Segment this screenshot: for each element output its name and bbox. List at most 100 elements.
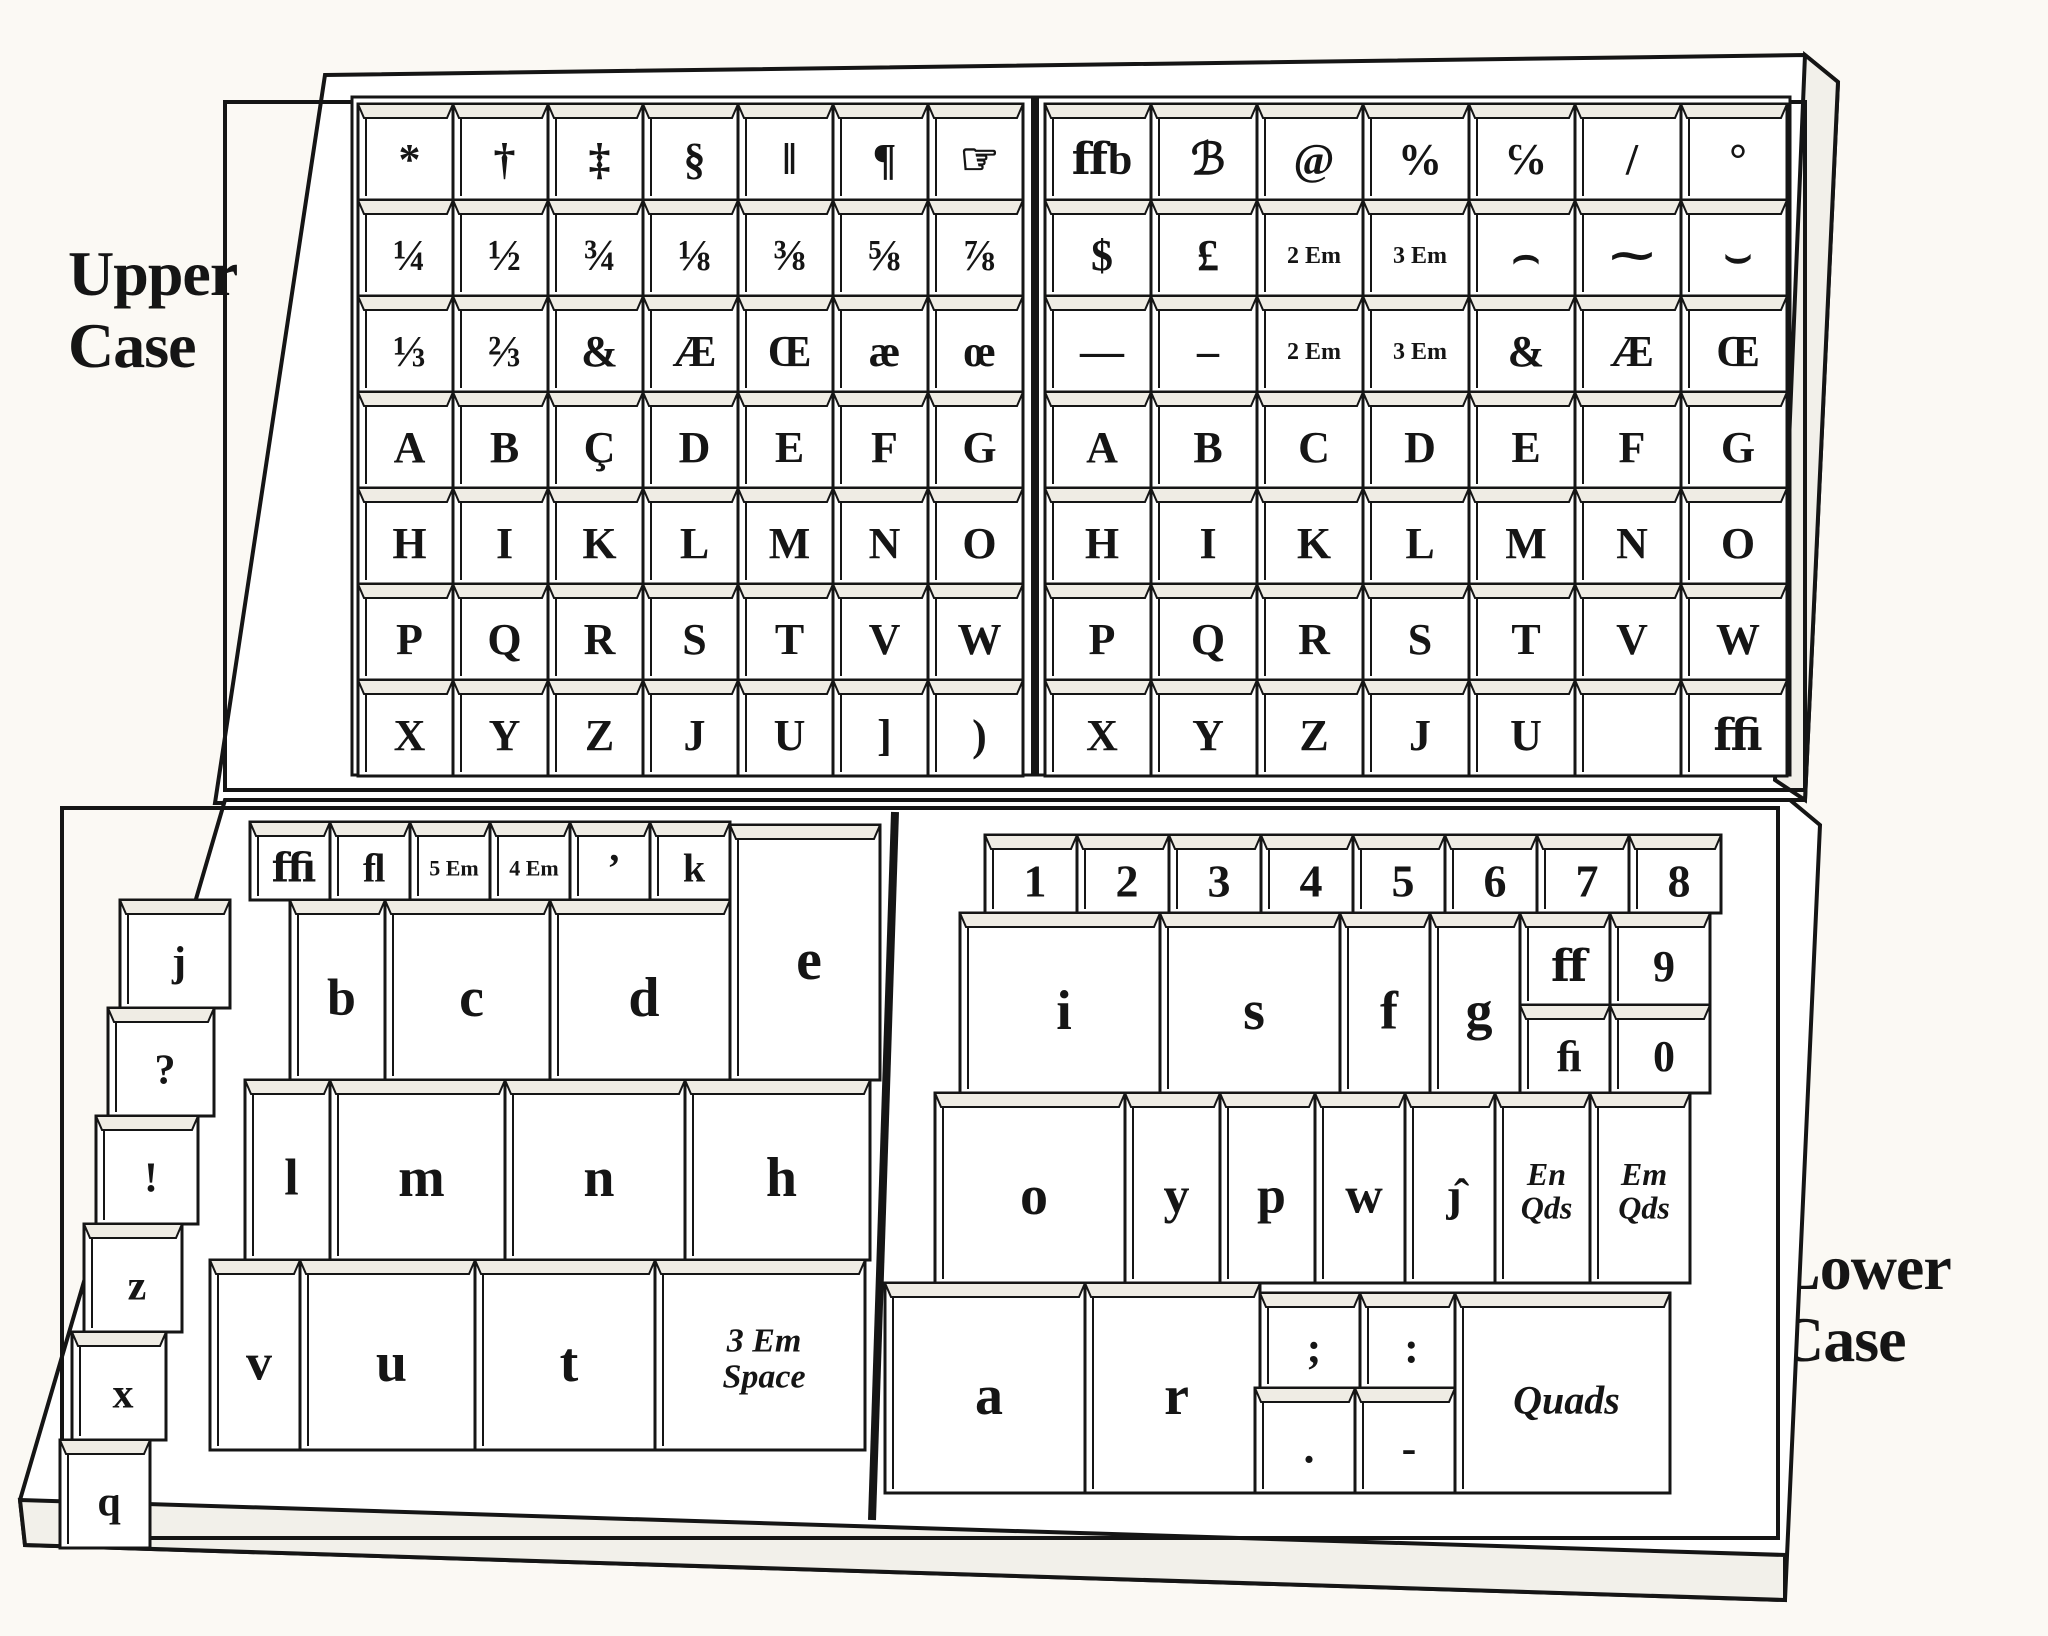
upper-left-r2-c5-symbol: æ <box>833 296 928 392</box>
upper-left-r0-c5-symbol-label: ¶ <box>873 135 897 184</box>
upper-right-r6-c5-symbol <box>1575 680 1681 776</box>
lower-cell-v: v <box>210 1260 300 1450</box>
upper-right-r3-c1-b-label: B <box>1193 423 1222 472</box>
upper-right-r6-c5-symbol-back-wall <box>1575 680 1681 694</box>
upper-left-r3-c5-f-back-wall <box>833 392 928 406</box>
upper-left-r0-c4-symbol-back-wall <box>738 104 833 118</box>
upper-right-r6-c4-u: U <box>1469 680 1575 776</box>
lower-cell-3em-space-label-line2: Space <box>722 1358 805 1395</box>
upper-right-r1-c6-symbol: ⌣ <box>1681 200 1787 296</box>
lower-side-x: x <box>72 1332 166 1440</box>
upper-right-r0-c3-symbol-back-wall <box>1363 104 1469 118</box>
lower-cell-l-label: l <box>284 1150 298 1207</box>
upper-right-r4-c3-l: L <box>1363 488 1469 584</box>
upper-right-r2-c3-3-em-label: 3 Em <box>1393 339 1447 365</box>
upper-right-r2-c5-symbol: Æ <box>1575 296 1681 392</box>
lower-side-symbol-label: ? <box>155 1047 176 1093</box>
lower-figure-2-back-wall <box>1077 835 1169 849</box>
upper-left-r5-c4-t: T <box>738 584 833 680</box>
lower-cell-colon-label: : <box>1404 1323 1419 1372</box>
upper-right-r6-c3-j-back-wall <box>1363 680 1469 694</box>
upper-left-r5-c2-r-label: R <box>584 615 617 664</box>
lower-figure-6: 6 <box>1445 835 1537 913</box>
upper-right-r4-c6-o-label: O <box>1721 519 1755 568</box>
lower-cell-quads: Quads <box>1455 1293 1670 1493</box>
lower-cell-hyphen-back-wall <box>1355 1388 1455 1402</box>
upper-left-r1-c4-symbol: ⅜ <box>738 200 833 296</box>
lower-side-j-label: j <box>171 939 186 985</box>
lower-cell-f-label: f <box>1380 980 1399 1040</box>
upper-left-r0-c5-symbol: ¶ <box>833 104 928 200</box>
upper-right-r6-c0-x-label: X <box>1086 711 1118 760</box>
upper-right-r5-c0-p-label: P <box>1089 615 1116 664</box>
lower-cell-r-label: r <box>1164 1365 1189 1427</box>
lower-cell-3em-space: 3 EmSpace <box>655 1260 865 1450</box>
lower-cell-period-back-wall <box>1255 1388 1355 1402</box>
upper-right-r2-c1-symbol-label: – <box>1196 327 1220 376</box>
lower-side-symbol-back-wall <box>108 1008 214 1022</box>
upper-right-r3-c0-a: A <box>1045 392 1151 488</box>
upper-right-r1-c0-symbol: $ <box>1045 200 1151 296</box>
upper-right-r3-c5-f: F <box>1575 392 1681 488</box>
upper-left-r3-c2-symbol-back-wall <box>548 392 643 406</box>
upper-right-r6-c3-j: J <box>1363 680 1469 776</box>
upper-left-r1-c2-symbol-back-wall <box>548 200 643 214</box>
lower-side-symbol: ! <box>96 1116 198 1224</box>
upper-left-r0-c6-symbol-label: ☞ <box>960 135 999 184</box>
upper-right-r4-c4-m-label: M <box>1505 519 1547 568</box>
lower-cell-w-back-wall <box>1315 1093 1405 1107</box>
upper-right-r3-c3-d-back-wall <box>1363 392 1469 406</box>
upper-left-r1-c0-symbol-back-wall <box>358 200 453 214</box>
upper-left-r1-c2-symbol: ¾ <box>548 200 643 296</box>
upper-left-r2-c6-symbol-back-wall <box>928 296 1023 310</box>
upper-left-r3-c4-e-back-wall <box>738 392 833 406</box>
lower-cell-l-back-wall <box>245 1080 330 1094</box>
upper-right-r3-c2-c-label: C <box>1298 423 1330 472</box>
lower-cell-v-back-wall <box>210 1260 300 1274</box>
upper-right-r6-c6-symbol: ﬃ <box>1681 680 1787 776</box>
upper-left-r3-c0-a-label: A <box>394 423 426 472</box>
upper-left-r6-c6-symbol: ) <box>928 680 1023 776</box>
lower-cell-g: g <box>1430 913 1520 1093</box>
lower-cell-s-label: s <box>1243 980 1265 1042</box>
upper-left-r0-c6-symbol-back-wall <box>928 104 1023 118</box>
upper-left-r2-c1-symbol-back-wall <box>453 296 548 310</box>
lower-figure-5-back-wall <box>1353 835 1445 849</box>
upper-right-r1-c6-symbol-back-wall <box>1681 200 1787 214</box>
upper-right-r2-c4-symbol-back-wall <box>1469 296 1575 310</box>
lower-cell-i-label: i <box>1056 980 1072 1042</box>
upper-left-r6-c3-j-label: J <box>684 711 706 760</box>
upper-right-r5-c5-v-back-wall <box>1575 584 1681 598</box>
upper-right-r1-c3-3-em-back-wall <box>1363 200 1469 214</box>
lower-side-z-back-wall <box>84 1224 182 1238</box>
upper-left-r5-c4-t-back-wall <box>738 584 833 598</box>
upper-right-r2-c1-symbol-back-wall <box>1151 296 1257 310</box>
upper-right-r3-c1-b-back-wall <box>1151 392 1257 406</box>
lower-cell-r-back-wall <box>1085 1283 1260 1297</box>
lower-cell-ff-ligature-label: ﬀ <box>1551 942 1590 991</box>
upper-left-r1-c0-symbol-label: ¼ <box>393 231 426 280</box>
upper-right-r1-c4-symbol-back-wall <box>1469 200 1575 214</box>
upper-left-r2-c4-symbol: Œ <box>738 296 833 392</box>
upper-right-r1-c5-symbol: ⁓ <box>1575 200 1681 296</box>
upper-left-r6-c4-u: U <box>738 680 833 776</box>
upper-right-r3-c6-g-back-wall <box>1681 392 1787 406</box>
lower-top-left-0-symbol: ﬃ <box>250 822 330 900</box>
upper-left-r1-c3-symbol-back-wall <box>643 200 738 214</box>
upper-right-r3-c0-a-back-wall <box>1045 392 1151 406</box>
lower-cell-comma-back-wall <box>1405 1093 1495 1107</box>
upper-left-r0-c1-symbol: † <box>453 104 548 200</box>
upper-left-r3-c1-b-back-wall <box>453 392 548 406</box>
lower-cell-colon-back-wall <box>1360 1293 1455 1307</box>
upper-left-r4-c4-m-label: M <box>769 519 811 568</box>
lower-cell-em-quads-label-line2: Qds <box>1618 1189 1670 1225</box>
upper-right-r2-c4-symbol: & <box>1469 296 1575 392</box>
upper-right-r5-c1-q: Q <box>1151 584 1257 680</box>
upper-right-r1-c1-symbol-back-wall <box>1151 200 1257 214</box>
upper-right-r6-c2-z: Z <box>1257 680 1363 776</box>
lower-cell-m-label: m <box>398 1147 445 1209</box>
upper-left-r5-c3-s: S <box>643 584 738 680</box>
upper-right-r0-c4-symbol: ℅ <box>1469 104 1575 200</box>
lower-cell-period-label: . <box>1304 1423 1315 1472</box>
lower-cell-ff-ligature-back-wall <box>1520 913 1610 927</box>
